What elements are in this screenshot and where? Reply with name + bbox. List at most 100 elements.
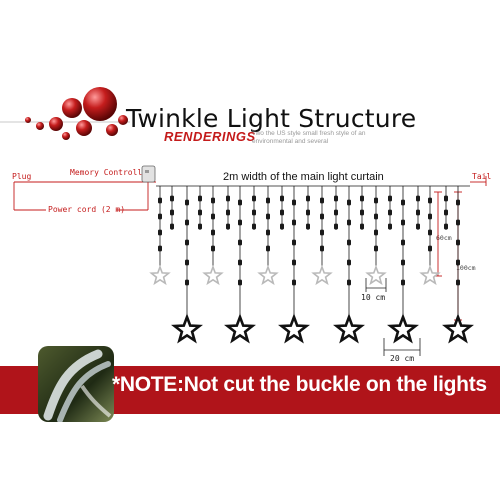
- bulb: [305, 209, 310, 216]
- bulb: [455, 219, 460, 226]
- bulb: [346, 199, 351, 206]
- bulb: [400, 239, 405, 246]
- ornament: [83, 87, 117, 121]
- plug-label: Plug: [12, 172, 32, 181]
- bulb: [251, 209, 256, 216]
- small-star-light: [202, 264, 224, 286]
- bulb: [400, 259, 405, 266]
- header-title: Twinkle Light Structure: [126, 104, 417, 133]
- bulb: [291, 199, 296, 206]
- bulb: [265, 197, 270, 204]
- ornament: [118, 115, 128, 125]
- small-star-light: [257, 264, 279, 286]
- ornament: [49, 117, 63, 131]
- large-star-light: [333, 313, 365, 344]
- bulb: [359, 223, 364, 230]
- bulb: [265, 213, 270, 220]
- bulb: [210, 197, 215, 204]
- large-star-light: [278, 313, 310, 344]
- bulb: [359, 195, 364, 202]
- header-subtitle: RENDERINGS: [164, 129, 256, 144]
- bulb: [387, 209, 392, 216]
- bulb: [373, 197, 378, 204]
- bulb: [427, 213, 432, 220]
- power-cord-label: Power cord (2 m): [48, 205, 126, 214]
- bulb: [415, 223, 420, 230]
- bulb: [443, 195, 448, 202]
- small-star-light: [365, 264, 387, 286]
- bulb: [265, 229, 270, 236]
- bulb: [197, 209, 202, 216]
- bulb: [169, 209, 174, 216]
- bulb: [279, 209, 284, 216]
- bulb: [210, 245, 215, 252]
- ornament: [76, 120, 92, 136]
- bulb: [184, 259, 189, 266]
- bulb: [184, 219, 189, 226]
- light-strand-photo-icon: [43, 349, 112, 422]
- bulb: [305, 223, 310, 230]
- bulb: [237, 219, 242, 226]
- bulb: [184, 199, 189, 206]
- bulb: [319, 213, 324, 220]
- memory-controller-box: [141, 165, 156, 183]
- bulb: [427, 197, 432, 204]
- bulb: [455, 279, 460, 286]
- bulb: [427, 229, 432, 236]
- controller-label: Memory Controller: [70, 168, 152, 177]
- ornament: [106, 124, 118, 136]
- header-tagline: Two the US style small fresh style of an…: [252, 130, 366, 145]
- bulb: [387, 195, 392, 202]
- bulb: [157, 213, 162, 220]
- bulb: [265, 245, 270, 252]
- bulb: [319, 245, 324, 252]
- large-star-light: [442, 313, 474, 344]
- bulb: [319, 229, 324, 236]
- note-text: *NOTE:Not cut the buckle on the lights: [112, 373, 487, 396]
- bulb: [387, 223, 392, 230]
- ornament: [62, 132, 70, 140]
- bulb: [279, 223, 284, 230]
- bulb: [225, 223, 230, 230]
- bulb: [373, 213, 378, 220]
- bulb: [400, 279, 405, 286]
- bottom-faded-text: [150, 440, 153, 454]
- bulb: [225, 195, 230, 202]
- bulb: [279, 195, 284, 202]
- bulb: [210, 229, 215, 236]
- bulb: [237, 259, 242, 266]
- power-cord: [13, 176, 487, 321]
- bulb: [237, 199, 242, 206]
- main-width-label: 2m width of the main light curtain: [223, 171, 384, 183]
- large-star-light: [387, 313, 419, 344]
- bulb: [291, 239, 296, 246]
- bulb: [169, 223, 174, 230]
- bulb: [359, 209, 364, 216]
- bulb: [400, 219, 405, 226]
- bulb: [443, 209, 448, 216]
- bulb: [373, 229, 378, 236]
- short-drop-label: 60cm: [436, 234, 452, 242]
- bulb: [291, 279, 296, 286]
- bulb: [346, 219, 351, 226]
- bulb: [333, 209, 338, 216]
- bulb: [251, 223, 256, 230]
- bulb: [427, 245, 432, 252]
- ornament: [36, 122, 44, 130]
- bulb: [157, 197, 162, 204]
- long-drop-label: 100cm: [456, 264, 476, 272]
- bulb: [197, 223, 202, 230]
- ornament: [25, 117, 31, 123]
- bulb: [373, 245, 378, 252]
- bulb: [443, 223, 448, 230]
- large-star-light: [224, 313, 256, 344]
- bulb: [333, 195, 338, 202]
- bulb: [319, 197, 324, 204]
- bulb: [333, 223, 338, 230]
- bulb: [184, 239, 189, 246]
- bulb: [346, 279, 351, 286]
- ornament: [62, 98, 82, 118]
- bulb: [415, 209, 420, 216]
- product-photo: [38, 346, 114, 422]
